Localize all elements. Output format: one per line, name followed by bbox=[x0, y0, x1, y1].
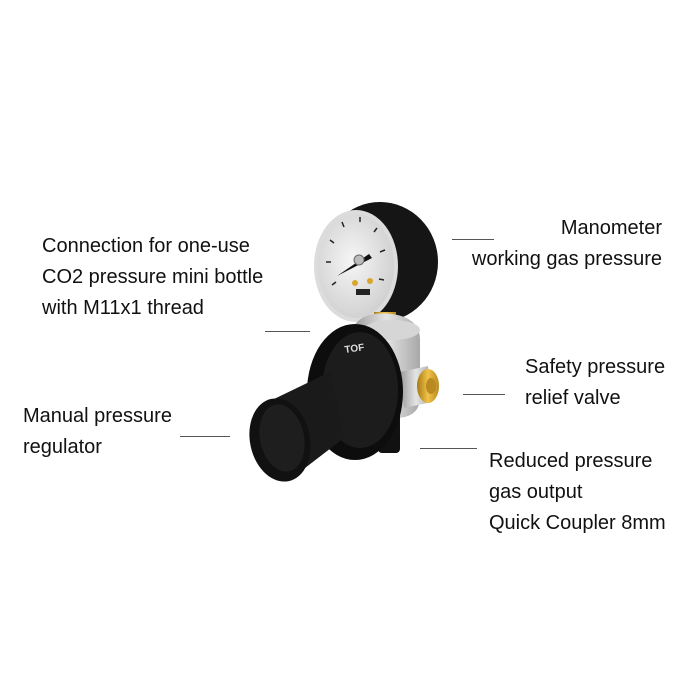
svg-text:TOF: TOF bbox=[344, 342, 365, 356]
label-line: Manual pressure bbox=[23, 405, 172, 427]
label-line: regulator bbox=[23, 436, 102, 458]
label-line: with M11x1 thread bbox=[42, 297, 204, 319]
label-line: Reduced pressure bbox=[489, 450, 653, 472]
label-manometer: Manometer working gas pressure bbox=[472, 213, 662, 275]
label-manual-regulator: Manual pressure regulator bbox=[23, 401, 172, 463]
leader-line-connection bbox=[265, 331, 310, 332]
label-safety-valve: Safety pressure relief valve bbox=[525, 352, 665, 414]
label-line: gas output bbox=[489, 481, 583, 503]
label-line: working gas pressure bbox=[471, 248, 662, 270]
label-line: relief valve bbox=[525, 387, 621, 409]
label-line: Quick Coupler 8mm bbox=[489, 512, 666, 534]
label-line: Manometer bbox=[560, 217, 662, 239]
manometer-gauge bbox=[314, 202, 438, 322]
leader-line-safety-valve bbox=[463, 394, 505, 395]
leader-line-regulator bbox=[180, 436, 230, 437]
safety-relief-valve bbox=[417, 369, 439, 403]
label-line: Connection for one-use bbox=[42, 235, 250, 257]
label-line: CO2 pressure mini bottle bbox=[42, 266, 264, 288]
label-output: Reduced pressure gas output Quick Couple… bbox=[489, 446, 666, 539]
label-line: Safety pressure bbox=[525, 356, 666, 378]
label-connection: Connection for one-use CO2 pressure mini… bbox=[42, 231, 263, 324]
leader-line-output bbox=[420, 448, 477, 449]
manual-pressure-knob[interactable] bbox=[242, 372, 344, 487]
leader-line-manometer bbox=[452, 239, 494, 240]
